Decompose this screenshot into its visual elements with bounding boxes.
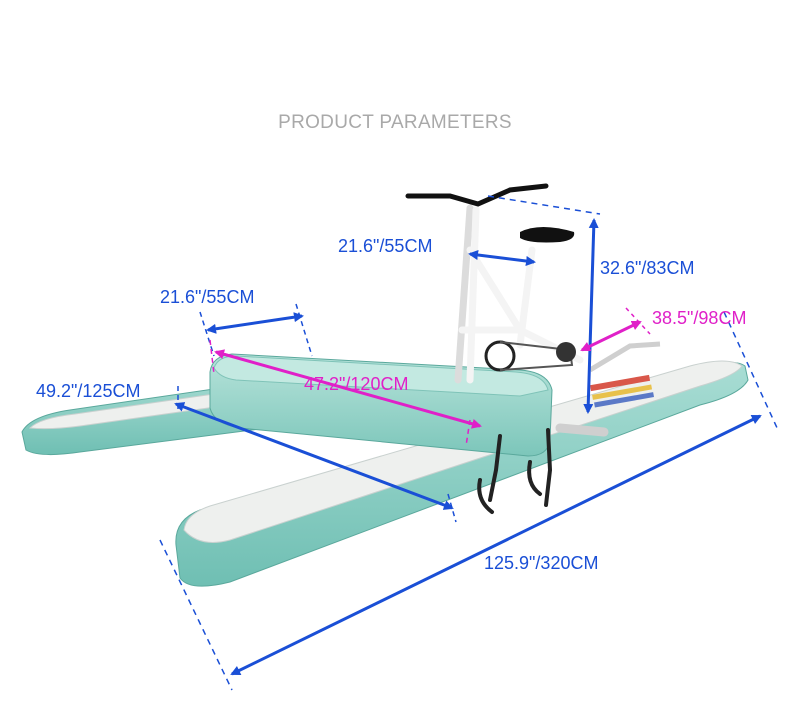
label-length: 125.9"/320CM [484,553,599,573]
dim-length-line [230,414,762,676]
page-title: PRODUCT PARAMETERS [278,112,512,133]
pedal-gear [556,342,576,362]
label-handlebar-seat: 21.6"/55CM [338,236,433,256]
chainring [484,340,516,372]
dim-length-guide-left [159,539,233,691]
label-width: 49.2"/125CM [36,381,141,401]
label-seat-width: 21.6"/55CM [160,287,255,307]
propeller-mount [588,341,661,373]
label-seat-length: 47.2"/120CM [304,374,409,394]
dim-seat-width-line [206,312,304,334]
label-pontoon-width: 38.5"/98CM [652,308,747,328]
bike-seat [520,227,575,243]
label-height: 32.6"/83CM [600,258,695,278]
dim-seat-width-guide-right [295,303,313,357]
rudder-tube [555,423,609,437]
dim-seat-length-guide-left [209,339,215,375]
dim-height-guide-top [487,195,601,215]
dim-seat-width-guide-left [199,311,215,357]
dim-pontoon-width-line [580,320,642,352]
dim-pontoon-width-guide [625,307,651,335]
handlebar [405,183,549,207]
dim-handlebar-seat-line [468,250,536,266]
dim-height-line [583,218,599,414]
